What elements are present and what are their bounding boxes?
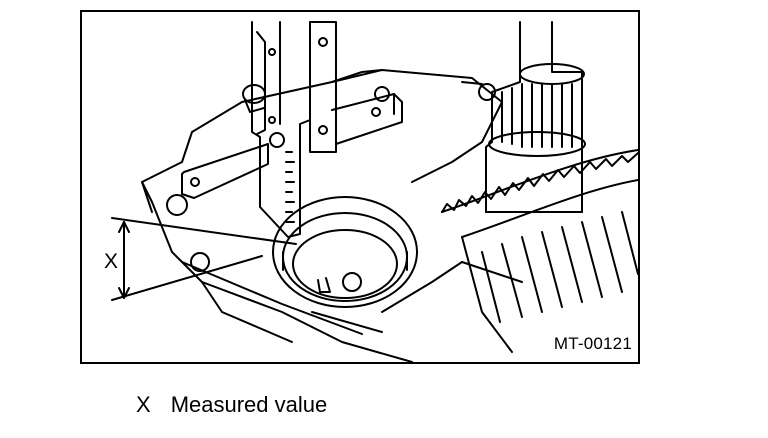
transmission-case	[141, 69, 523, 362]
legend-symbol: X	[136, 392, 151, 417]
figure-code: MT-00121	[553, 334, 632, 353]
shaft	[485, 21, 586, 213]
dimension-x-label: X	[104, 250, 119, 273]
gear	[441, 149, 638, 353]
measurement-illustration	[111, 21, 638, 362]
bearing-bore	[272, 196, 418, 308]
depth-gauge	[181, 21, 403, 238]
legend-text: Measured value	[170, 392, 328, 417]
dimension-x	[111, 217, 297, 301]
figure-frame: X MT-00121	[80, 10, 640, 364]
legend-item: X Measured value	[136, 392, 327, 418]
